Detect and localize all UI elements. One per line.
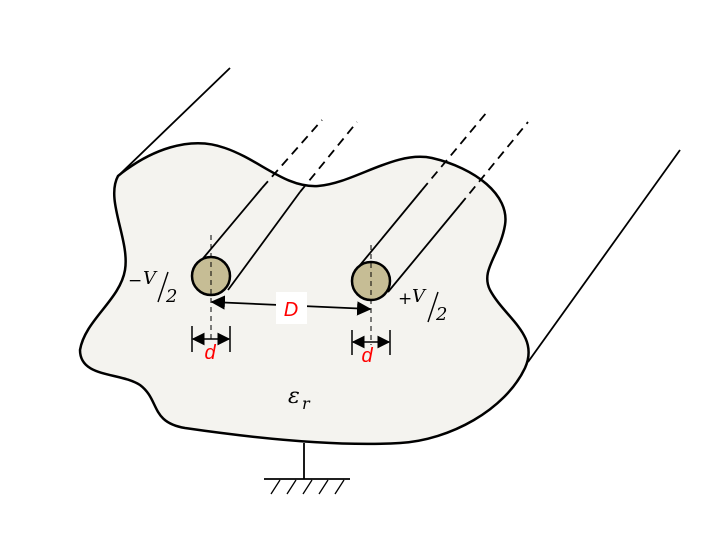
body-depth-line-left — [117, 67, 231, 177]
left-voltage-slash — [157, 271, 169, 303]
right-wire-bottom-edge — [387, 204, 461, 293]
left-voltage-sign: − — [128, 271, 142, 291]
right-voltage-label: + V 2 — [398, 286, 447, 325]
left-diameter-label: d — [204, 342, 216, 364]
right-wire-top-edge — [355, 189, 423, 271]
right-voltage-denominator: 2 — [435, 304, 447, 325]
left-wire-bottom-edge-dashed — [299, 121, 358, 193]
separation-label-bg — [276, 292, 307, 324]
ground-icon — [264, 443, 350, 495]
left-voltage-label: − V 2 — [128, 268, 177, 307]
left-voltage-denominator: 2 — [165, 286, 177, 307]
permittivity-symbol: ε — [288, 384, 300, 409]
left-wire-bottom-edge — [227, 191, 301, 291]
right-wire-top-edge-dashed — [421, 111, 488, 191]
permittivity-label: ε r — [288, 384, 311, 413]
right-voltage-numerator: V — [412, 286, 427, 307]
permittivity-subscript: r — [302, 394, 311, 413]
body-depth-line-right — [527, 149, 681, 363]
right-voltage-slash — [427, 291, 439, 323]
right-wire-bottom-edge-dashed — [459, 121, 529, 206]
left-voltage-numerator: V — [143, 268, 158, 289]
separation-label: D — [284, 299, 298, 321]
left-wire-top-edge-dashed — [261, 119, 323, 189]
left-wire-top-edge — [199, 187, 263, 263]
right-diameter-label: d — [361, 345, 373, 367]
right-voltage-sign: + — [398, 289, 412, 309]
